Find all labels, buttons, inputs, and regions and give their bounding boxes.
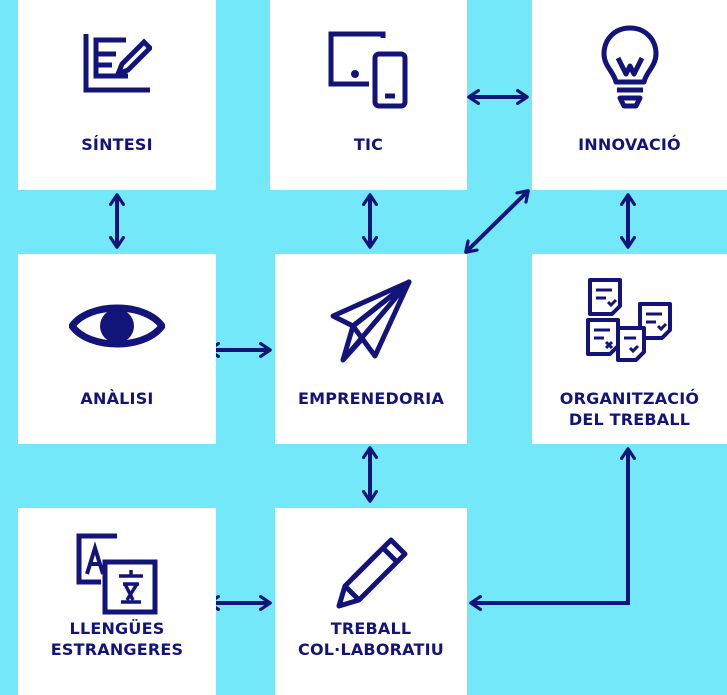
node-innovacio: INNOVACIÓ: [532, 0, 727, 190]
eye-icon: [69, 304, 165, 348]
document-edit-icon: [83, 34, 152, 93]
label-llengues: LLENGÜES ESTRANGERES: [50, 619, 184, 659]
arrow-treball-organitzacio: [469, 447, 636, 611]
node-sintesi: SÍNTESI: [18, 0, 216, 190]
label-tic: TIC: [353, 135, 384, 154]
pencil-icon: [336, 537, 408, 609]
node-organitzacio: ORGANITZACIÓ DEL TREBALL: [532, 254, 727, 444]
label-organitzacio: ORGANITZACIÓ DEL TREBALL: [559, 389, 700, 429]
node-llengues: LLENGÜES ESTRANGERES: [18, 508, 216, 695]
translate-icon: [76, 533, 158, 615]
lightbulb-icon: [601, 25, 658, 109]
label-analisi: ANÀLISI: [80, 389, 154, 408]
sticky-notes-icon: [585, 278, 672, 362]
label-emprenedoria: EMPRENEDORIA: [297, 389, 445, 408]
devices-icon: [328, 31, 407, 109]
node-analisi: ANÀLISI: [18, 254, 216, 444]
label-sintesi: SÍNTESI: [81, 135, 153, 154]
label-innovacio: INNOVACIÓ: [578, 135, 681, 154]
node-treball: TREBALL COL·LABORATIU: [275, 508, 467, 695]
node-emprenedoria: EMPRENEDORIA: [275, 254, 467, 444]
paper-plane-icon: [330, 279, 412, 363]
node-tic: TIC: [270, 0, 467, 190]
label-treball: TREBALL COL·LABORATIU: [298, 619, 444, 659]
arrow-innovacio-emprenedoria: [464, 189, 530, 254]
